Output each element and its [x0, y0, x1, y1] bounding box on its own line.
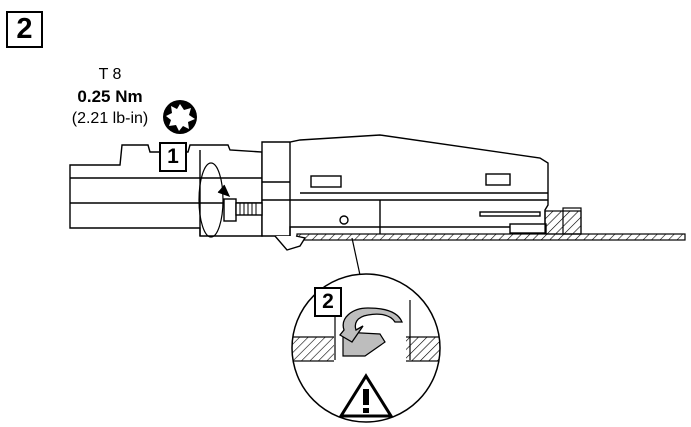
- warning-triangle-icon: [338, 373, 394, 418]
- callout-step-2: 2: [314, 287, 342, 317]
- torque-imperial-label: (2.21 lb-in): [71, 110, 149, 127]
- torque-metric-label: 0.25 Nm: [77, 87, 143, 106]
- detail-leader-line: [351, 237, 361, 276]
- latch-tab: [274, 235, 307, 251]
- device-main-body: [261, 134, 549, 237]
- step-number-badge: 2: [6, 11, 43, 48]
- end-bracket: [544, 207, 582, 235]
- mounting-rail: [296, 233, 686, 241]
- screw: [223, 198, 263, 222]
- callout-step-1: 1: [159, 142, 187, 172]
- device-left-module: [69, 144, 263, 237]
- torx-size-label: T 8: [98, 66, 122, 83]
- torx-bit-icon: [163, 100, 197, 134]
- rotation-arrow: [198, 162, 231, 238]
